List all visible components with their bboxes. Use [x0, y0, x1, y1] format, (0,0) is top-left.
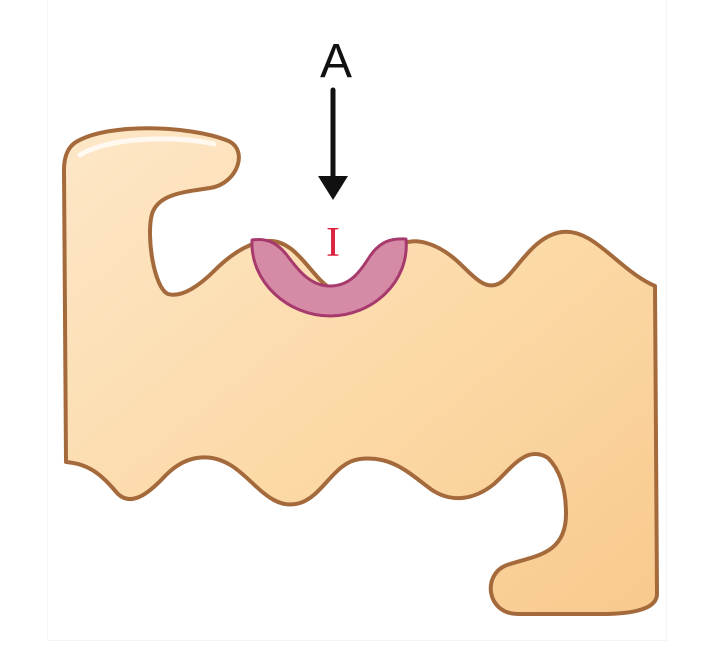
protein-shape [62, 126, 659, 616]
protein-highlight [77, 136, 217, 158]
active-site-label: I [326, 220, 340, 266]
arrow-label: A [319, 35, 352, 88]
active-site [250, 237, 408, 318]
arrow-head [318, 176, 348, 200]
